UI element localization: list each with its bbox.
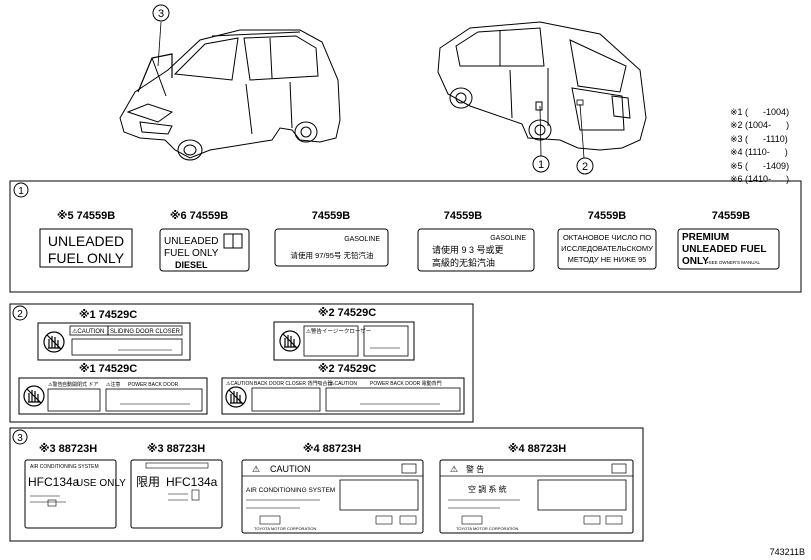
- svg-text:⚠警告: ⚠警告: [306, 327, 322, 335]
- svg-text:CAUTION: CAUTION: [270, 464, 311, 474]
- legend-note-1: ※1 ( -1004): [730, 107, 790, 117]
- svg-text:HFC134a: HFC134a: [28, 475, 80, 489]
- svg-text:GASOLINE: GASOLINE: [490, 235, 526, 242]
- svg-text:74559B: 74559B: [712, 210, 751, 222]
- no-hand-icon: [279, 330, 301, 352]
- svg-text:⚠CAUTION: ⚠CAUTION: [330, 381, 357, 387]
- legend-note-2: ※2 (1004- ): [730, 120, 790, 131]
- svg-text:2: 2: [582, 161, 588, 173]
- fuel-label-china-97[interactable]: 74559B GASOLINE 请使用 97/95号 无铅汽油: [274, 210, 389, 267]
- warning-icon: ⚠: [450, 464, 458, 474]
- production-date-legend: ※1 ( -1004) ※2 (1004- ) ※3 ( -1110) ※4 (…: [730, 106, 789, 186]
- legend-note-3: ※3 ( -1110): [730, 133, 788, 144]
- callout-3-hood[interactable]: 3: [152, 4, 170, 22]
- callout-1-rear[interactable]: 1: [532, 155, 550, 173]
- svg-text:UNLEADED: UNLEADED: [48, 233, 124, 249]
- svg-text:UNLEADED FUEL: UNLEADED FUEL: [682, 244, 766, 255]
- no-hand-icon: [43, 331, 65, 353]
- svg-text:⚠CAUTION: ⚠CAUTION: [226, 381, 253, 387]
- svg-text:74559B: 74559B: [312, 210, 351, 222]
- svg-text:ОКТАНОВОЕ ЧИСЛО ПО: ОКТАНОВОЕ ЧИСЛО ПО: [563, 233, 651, 242]
- legend-note-6: ※6 (1410- ): [730, 174, 790, 185]
- drawing-number: 743211B: [769, 547, 805, 557]
- svg-text:DIESEL: DIESEL: [175, 260, 208, 270]
- svg-text:请使用 9 3 号或更: 请使用 9 3 号或更: [432, 244, 504, 255]
- svg-text:自動開閉式 ドア: 自動開閉式 ドア: [62, 381, 98, 388]
- svg-text:空 調 系 統: 空 調 系 統: [468, 484, 507, 494]
- svg-text:请使用 97/95号 无铅汽油: 请使用 97/95号 无铅汽油: [291, 250, 374, 260]
- legend-note-5: ※5 ( -1409): [730, 160, 790, 171]
- callout-2-rear[interactable]: 2: [576, 157, 594, 175]
- svg-text:⚠注意: ⚠注意: [106, 381, 120, 388]
- svg-text:高級的无鉛汽油: 高級的无鉛汽油: [432, 257, 495, 268]
- svg-text:1: 1: [18, 186, 24, 197]
- svg-text:UNLEADED: UNLEADED: [164, 236, 218, 247]
- svg-text:3: 3: [158, 8, 164, 20]
- book-icon: [223, 233, 243, 249]
- svg-text:74559B: 74559B: [444, 210, 483, 222]
- svg-text:1: 1: [538, 159, 544, 171]
- svg-text:ИССЛЕДОВАТЕЛЬСКОМУ: ИССЛЕДОВАТЕЛЬСКОМУ: [561, 244, 653, 253]
- warning-icon: ⚠: [252, 464, 260, 474]
- svg-text:PREMIUM: PREMIUM: [682, 232, 729, 243]
- svg-text:AIR CONDITIONING SYSTEM: AIR CONDITIONING SYSTEM: [246, 487, 335, 494]
- svg-text:•SEE OWNER'S MANUAL: •SEE OWNER'S MANUAL: [707, 260, 760, 265]
- no-hand-icon: [23, 385, 45, 407]
- group-1-frame: 1: [9, 180, 802, 293]
- group-2-frame: 2: [9, 303, 474, 423]
- svg-text:FUEL ONLY: FUEL ONLY: [48, 250, 125, 266]
- svg-text:GASOLINE: GASOLINE: [344, 236, 380, 243]
- svg-text:TOYOTA MOTOR CORPORATION: TOYOTA MOTOR CORPORATION: [254, 526, 316, 531]
- svg-text:⚠警告: ⚠警告: [48, 381, 62, 388]
- svg-text:3: 3: [17, 433, 23, 444]
- fuel-label-premium[interactable]: 74559B PREMIUM UNLEADED FUEL ONLY •SEE O…: [677, 210, 780, 270]
- vehicle-front-view: [119, 21, 341, 161]
- svg-text:POWER BACK DOOR 電動背門: POWER BACK DOOR 電動背門: [370, 380, 442, 387]
- svg-text:ONLY: ONLY: [682, 256, 709, 267]
- svg-text:AIR CONDITIONING SYSTEM: AIR CONDITIONING SYSTEM: [30, 464, 99, 470]
- svg-text:2: 2: [17, 309, 23, 320]
- svg-text:警 告: 警 告: [466, 464, 484, 474]
- group-3-frame: 3: [9, 427, 644, 542]
- svg-text:⚠CAUTION: ⚠CAUTION: [72, 328, 104, 335]
- svg-text:SLIDING DOOR CLOSER: SLIDING DOOR CLOSER: [110, 329, 181, 335]
- svg-text:FUEL ONLY: FUEL ONLY: [164, 248, 219, 259]
- svg-text:POWER BACK DOOR: POWER BACK DOOR: [128, 382, 179, 388]
- svg-text:イージークローザー: イージークローザー: [322, 328, 371, 335]
- svg-text:BACK DOOR CLOSER 背門吸合器: BACK DOOR CLOSER 背門吸合器: [254, 380, 332, 387]
- svg-text:МЕТОДУ НЕ НИЖЕ 95: МЕТОДУ НЕ НИЖЕ 95: [568, 255, 647, 264]
- fuel-label-russian-95[interactable]: 74559B ОКТАНОВОЕ ЧИСЛО ПО ИССЛЕДОВАТЕЛЬС…: [557, 210, 657, 270]
- svg-text:74559B: 74559B: [588, 210, 627, 222]
- legend-note-4: ※4 (1110- ): [730, 147, 788, 158]
- svg-text:限用: 限用: [136, 475, 160, 489]
- vehicle-rear-view: [437, 21, 647, 159]
- no-hand-icon: [225, 386, 247, 408]
- fuel-label-china-93[interactable]: 74559B GASOLINE 请使用 9 3 号或更 高級的无鉛汽油: [417, 210, 535, 272]
- svg-text:TOYOTA MOTOR CORPORATION: TOYOTA MOTOR CORPORATION: [456, 526, 518, 531]
- svg-text:USE ONLY: USE ONLY: [76, 478, 126, 489]
- svg-text:HFC134a: HFC134a: [166, 475, 218, 489]
